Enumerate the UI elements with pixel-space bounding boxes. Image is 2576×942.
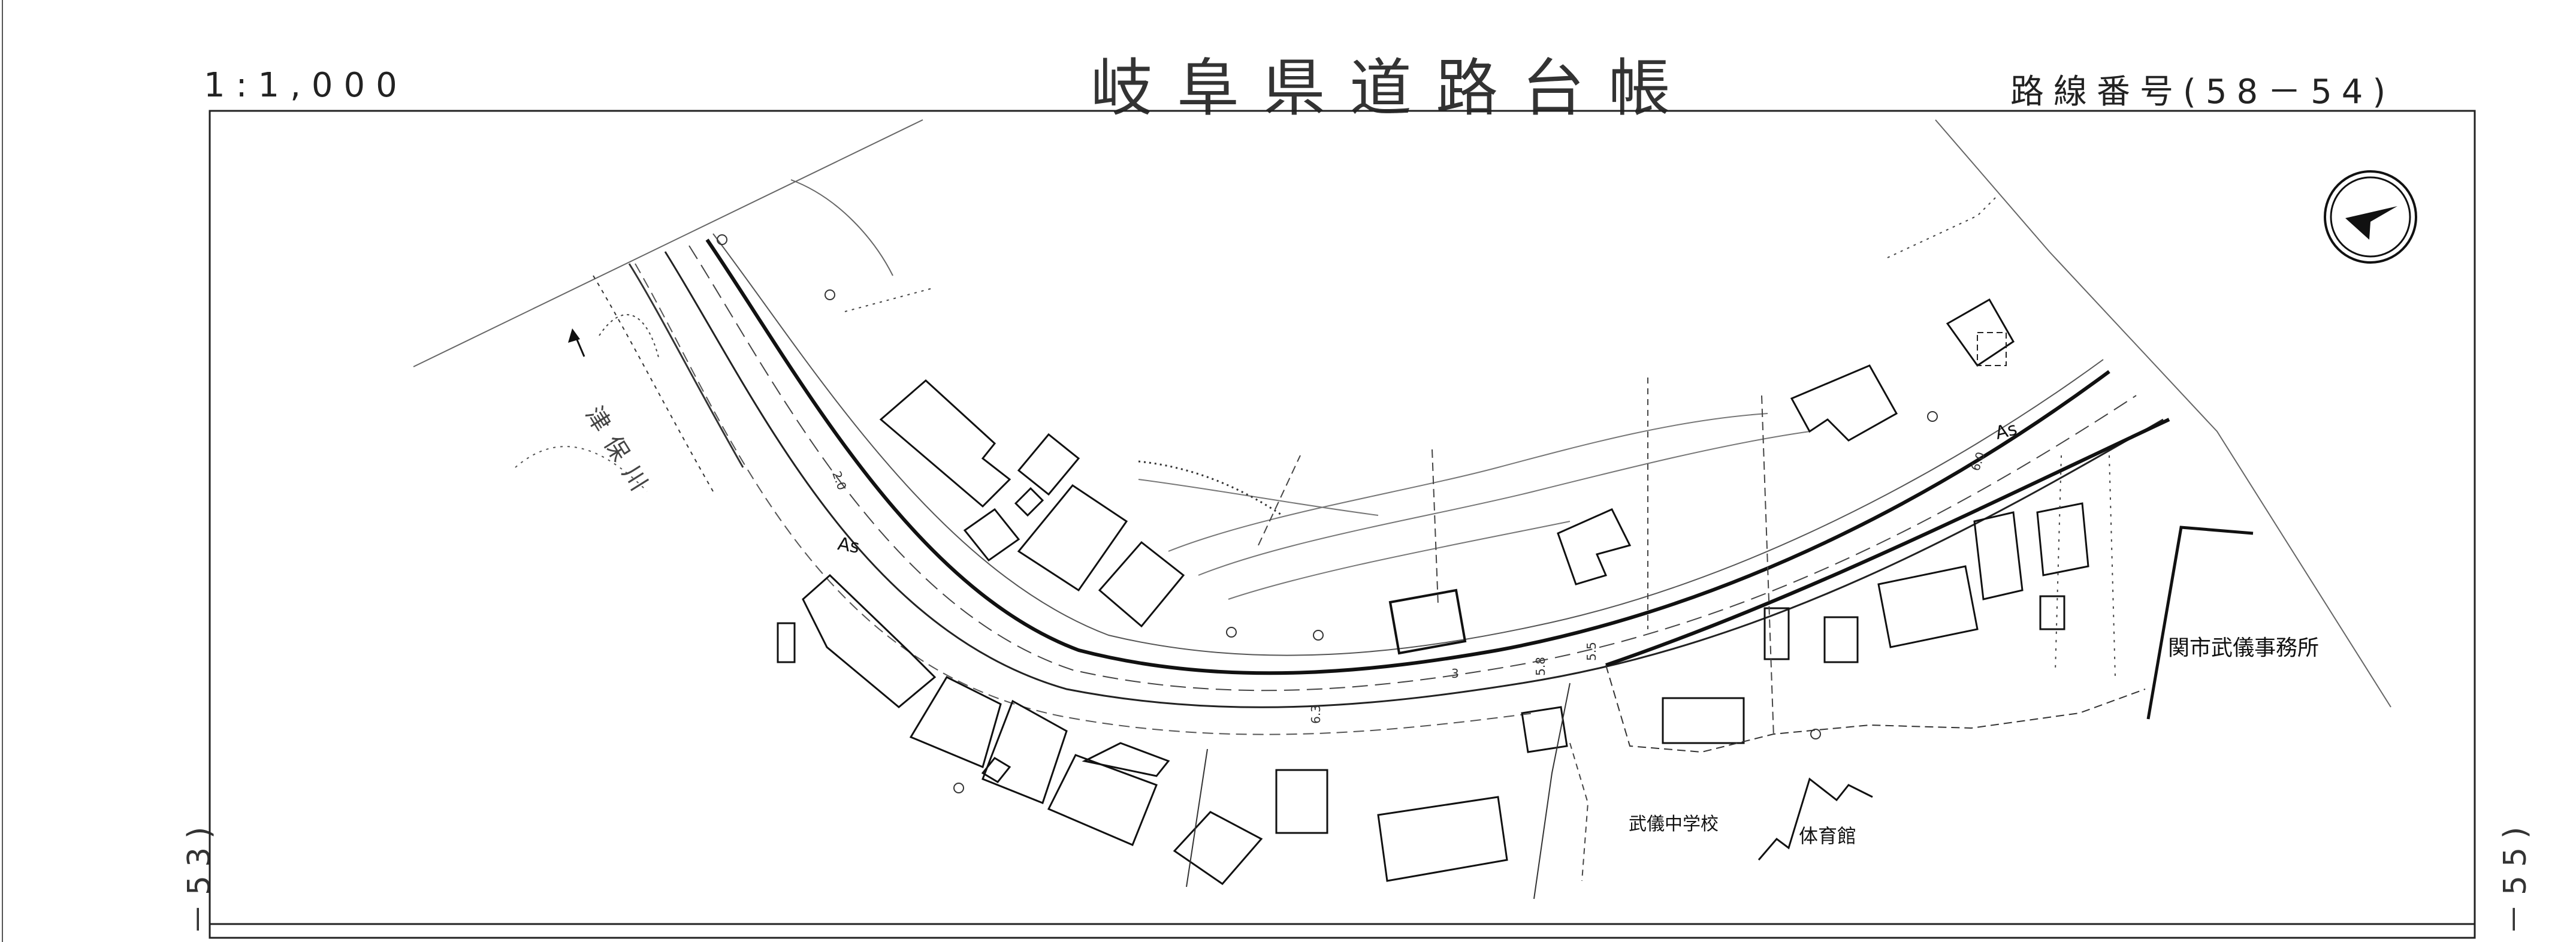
label-width-b: 5.8 [1533,657,1548,676]
building [1557,508,1632,585]
building [1017,433,1080,496]
lot-line [844,287,935,312]
lot-line [1887,197,1996,258]
embankment-hatch [1138,460,1283,517]
tree-symbol [1313,630,1324,641]
tree-symbol [1226,627,1237,638]
building [1173,811,1263,885]
contour-line [790,179,893,276]
building [1877,565,1979,648]
building [1977,332,2007,366]
lot-line [1569,742,1589,881]
map-frame [209,110,2476,939]
building [1275,769,1328,834]
building [2036,502,2089,576]
tree-symbol [953,783,964,793]
river-flow-arrow-icon [568,328,585,357]
lot-line [1761,395,1774,738]
lot-line [1533,683,1571,899]
label-width-a: 6.3 [1308,705,1323,724]
contour-line [1228,521,1571,600]
lot-line [1258,455,1301,546]
lot-line [2109,455,2116,678]
building [1763,607,1790,660]
lot-line [2055,455,2062,672]
gymnasium-outline [1757,777,1873,861]
contour-line [1168,413,1768,552]
label-gym: 体育館 [1799,825,1857,847]
building [1388,588,1467,655]
building [1082,742,1170,777]
building [1790,364,1898,442]
sheet-title: 岐阜県道路台帳 [1091,52,1695,125]
building [1973,511,2024,600]
road-edge-south [1605,418,2170,667]
road-center-dash [688,245,2137,692]
label-surface-a: As [836,533,861,558]
building [963,508,1020,562]
building [981,757,1011,783]
lot-line [1186,748,1208,887]
road-edge-north [712,233,2104,656]
building [879,379,1011,508]
boundary-line [1935,119,2391,708]
label-office: 関市武儀事務所 [2168,636,2320,660]
building [1014,487,1044,517]
building [802,573,937,708]
building [1823,616,1859,663]
building [1377,796,1508,882]
tree-symbol [1927,411,1938,422]
building [1946,298,2015,367]
contour-line [1198,431,1810,576]
lot-line [1432,449,1439,606]
road-edge-outer [664,251,2164,708]
building [2039,595,2065,630]
vegetation-edge [599,314,660,360]
label-width-c: 5.5 [1584,642,1599,661]
north-arrow-compass-icon [2324,170,2417,264]
building [982,699,1068,804]
building [1098,541,1185,628]
building [1662,697,1745,744]
building [909,676,1002,769]
route-number: 路線番号(58－54) [2010,73,2396,111]
tree-symbol [717,234,727,245]
river-bank [628,263,744,468]
building [777,622,796,663]
building [1047,754,1158,846]
lot-line [1605,665,2146,753]
tree-symbol [1810,729,1821,739]
label-width-d: 3 [1451,666,1459,681]
boundary-line [413,119,923,367]
tree-symbol [825,289,835,300]
road-edge-main [705,238,2110,675]
contour-line [1138,479,1379,516]
map-scale: 1:1,000 [204,66,408,105]
office-boundary [2146,526,2254,720]
label-school: 武儀中学校 [1629,814,1719,835]
building [1521,706,1568,753]
building [1017,484,1128,592]
road-shoulder [635,263,1535,735]
